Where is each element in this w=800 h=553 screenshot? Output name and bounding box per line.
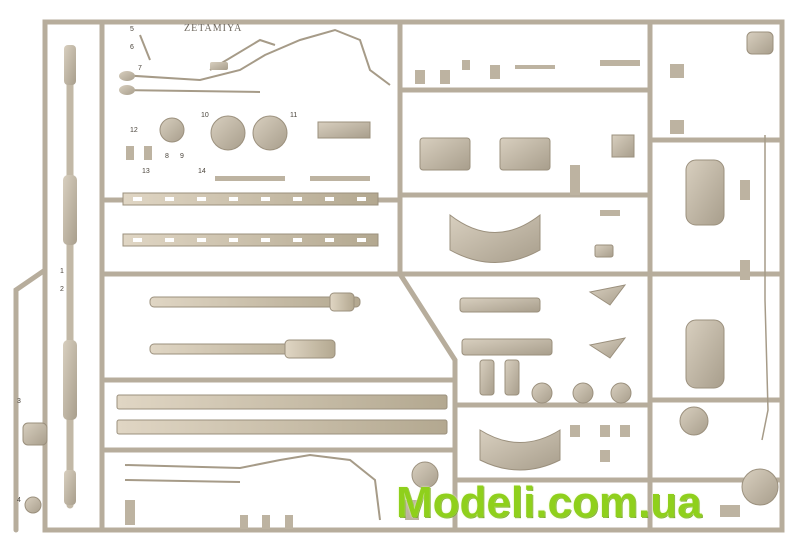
tow-hooks	[119, 62, 228, 95]
antenna-wire	[761, 135, 769, 441]
part-number: 9	[180, 153, 184, 160]
part-number-tags: 1 2 3 4 5 6 7 8 9 10 11 12 13 14	[17, 26, 297, 504]
part-number: 3	[17, 398, 21, 405]
part-number: 2	[60, 286, 64, 293]
armor-plates	[317, 121, 635, 471]
manufacturer-mark: ZETAMIYA	[184, 23, 243, 34]
part-number: 1	[60, 268, 64, 275]
barrel-parts	[149, 292, 361, 359]
part-number: 10	[201, 112, 209, 119]
disc-parts	[24, 115, 779, 514]
part-number: 6	[130, 44, 134, 51]
part-number: 13	[142, 168, 150, 175]
part-number: 7	[138, 65, 142, 72]
tow-cable-parts	[119, 28, 391, 93]
part-number: 5	[130, 26, 134, 33]
long-bar-parts	[116, 394, 448, 435]
small-parts	[125, 60, 750, 529]
part-number: 14	[198, 168, 206, 175]
rod-fittings	[63, 45, 77, 505]
part-number: 12	[130, 127, 138, 134]
watermark-text: Modeli.com.ua	[396, 478, 702, 527]
part-number: 4	[17, 497, 21, 504]
fuel-tanks	[22, 31, 774, 446]
outer-sprue-frame	[13, 19, 785, 533]
lower-cable-part	[124, 453, 381, 521]
perforated-strips	[122, 192, 379, 247]
mechanical-parts	[459, 244, 627, 396]
part-number: 11	[290, 112, 297, 119]
part-number: 8	[165, 153, 169, 160]
